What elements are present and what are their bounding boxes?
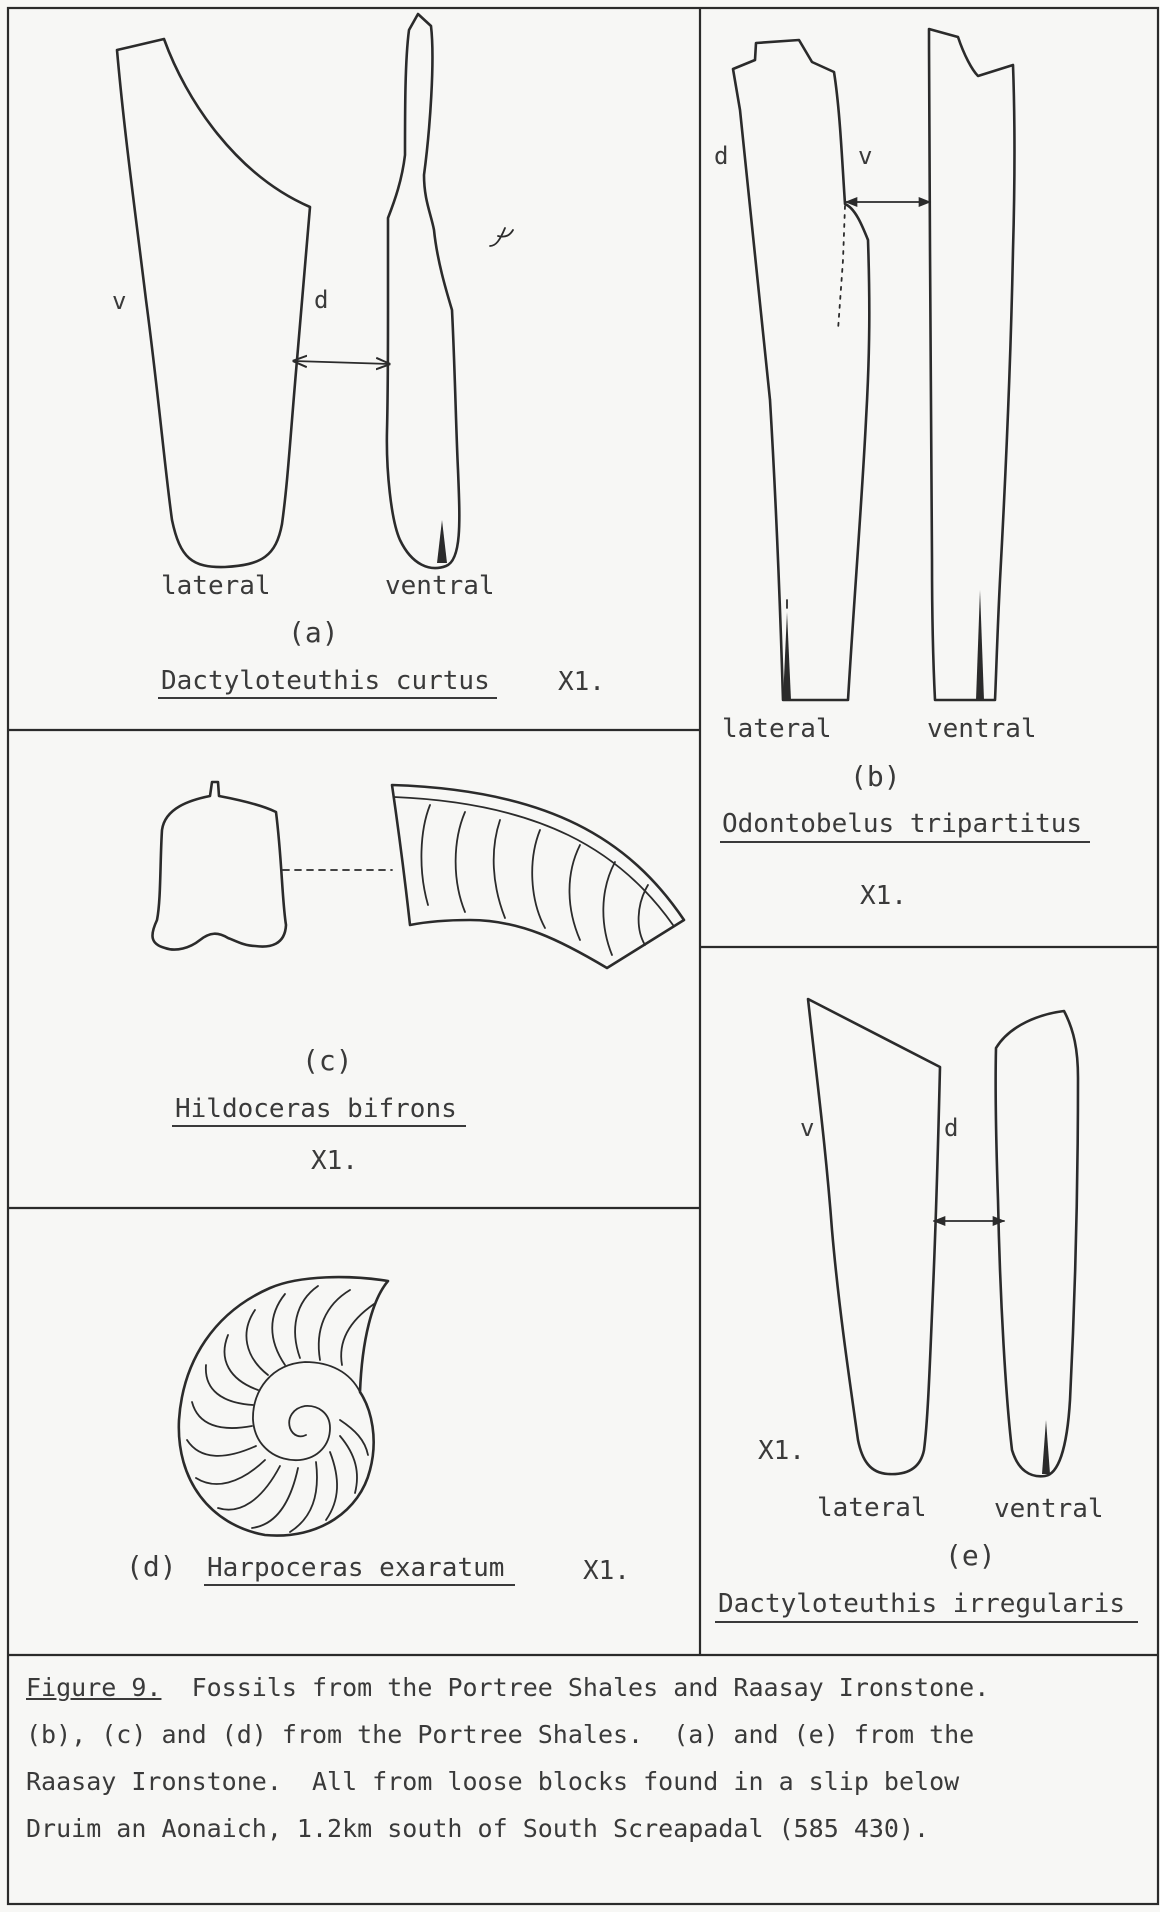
- dorsal-side-mark: d: [714, 142, 728, 170]
- ventral-view-label: ventral: [994, 1494, 1104, 1524]
- ventral-view-label: ventral: [385, 571, 495, 601]
- panel-letter: (c): [302, 1044, 353, 1077]
- caption-line-1: Figure 9. Fossils from the Portree Shale…: [26, 1664, 1136, 1711]
- panel-a: v d lateral ventral (a) Dactyloteuthis c…: [112, 14, 605, 698]
- ventral-side-mark: v: [800, 1114, 814, 1142]
- caption-title: Fossils from the Portree Shales and Raas…: [161, 1673, 989, 1702]
- panel-frame: [8, 8, 1158, 1904]
- belemnite-ventral-outline: [929, 29, 1015, 700]
- lateral-view-label: lateral: [817, 1493, 927, 1523]
- belemnite-lateral-outline: [117, 39, 310, 567]
- panel-d: (d) Harpoceras exaratum X1.: [126, 1277, 630, 1586]
- species-name: Harpoceras exaratum: [207, 1553, 504, 1583]
- species-name: Dactyloteuthis curtus: [161, 666, 490, 696]
- ventral-side-mark: v: [858, 142, 872, 170]
- whorl-section-outline: [152, 782, 286, 950]
- scale-label: X1.: [311, 1146, 358, 1176]
- species-name: Hildoceras bifrons: [175, 1094, 457, 1124]
- ventral-view-label: ventral: [927, 714, 1037, 744]
- caption-line-2: (b), (c) and (d) from the Portree Shales…: [26, 1711, 1136, 1758]
- panel-letter: (b): [850, 760, 901, 793]
- belemnite-lateral-outline: [808, 999, 940, 1474]
- panel-letter: (d): [126, 1550, 177, 1583]
- scale-label: X1.: [558, 667, 605, 697]
- panel-c: (c) Hildoceras bifrons X1.: [152, 782, 684, 1176]
- species-name: Dactyloteuthis irregularis: [718, 1589, 1125, 1619]
- scale-label: X1.: [758, 1436, 805, 1466]
- dorsal-side-mark: d: [314, 286, 328, 314]
- lateral-view-label: lateral: [161, 571, 271, 601]
- panel-e: v d X1. lateral ventral (e) Dactyloteuth…: [715, 999, 1138, 1622]
- panel-letter: (a): [288, 616, 339, 649]
- width-arrow: [294, 361, 389, 364]
- belemnite-ventral-outline: [387, 14, 459, 568]
- panel-letter: (e): [945, 1539, 996, 1572]
- ammonite-outline: [179, 1277, 388, 1535]
- panel-b: d v lateral ventral (b) Odontobelus trip…: [714, 29, 1090, 911]
- alveolar-groove: [437, 520, 447, 563]
- dorsal-side-mark: d: [944, 1114, 958, 1142]
- ventral-side-mark: v: [112, 287, 126, 315]
- scale-label: X1.: [583, 1556, 630, 1586]
- figure-label: Figure 9.: [26, 1673, 161, 1702]
- lateral-view-label: lateral: [722, 714, 832, 744]
- ammonite-fragment-outline: [392, 785, 684, 968]
- scale-label: X1.: [860, 881, 907, 911]
- belemnite-lateral-outline: [733, 40, 869, 700]
- belemnite-ventral-outline: [996, 1011, 1078, 1476]
- species-name: Odontobelus tripartitus: [722, 809, 1082, 839]
- caption-line-3: Raasay Ironstone. All from loose blocks …: [26, 1758, 1136, 1805]
- caption-line-4: Druim an Aonaich, 1.2km south of South S…: [26, 1805, 1136, 1852]
- figure-caption: Figure 9. Fossils from the Portree Shale…: [26, 1664, 1136, 1852]
